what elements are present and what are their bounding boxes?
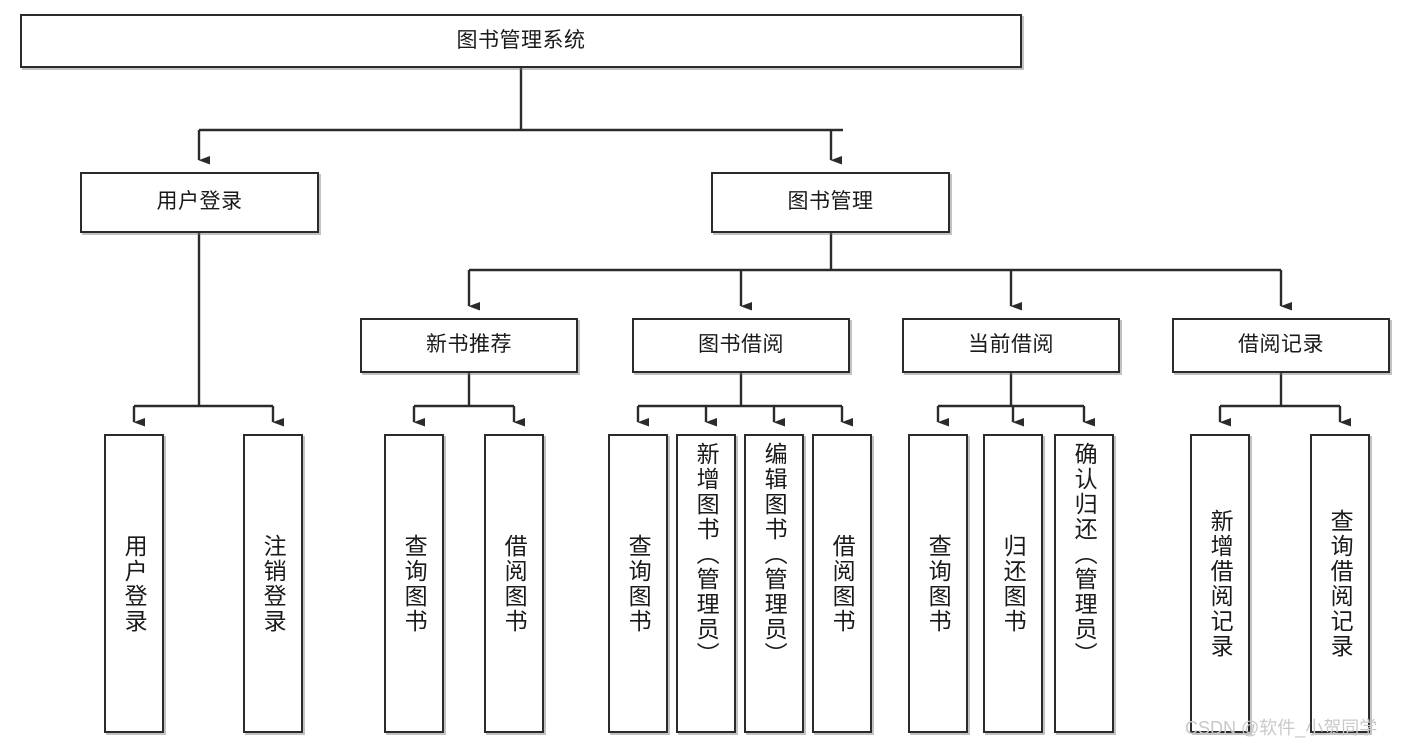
node-label: 编辑图书（管理员）	[761, 442, 788, 667]
csdn-watermark: CSDN @软件_小贺同学	[1185, 718, 1378, 738]
node-root[interactable]: 图书管理系统	[20, 14, 1022, 68]
node-label: 确认归还（管理员）	[1071, 442, 1098, 667]
node-label: 用户登录	[156, 190, 243, 214]
node-label: 用户登录	[121, 533, 148, 634]
node-label: 注销登录	[260, 533, 287, 634]
leaf-user-login[interactable]: 用户登录	[104, 434, 164, 733]
leaf-query-book-3[interactable]: 查询图书	[908, 434, 968, 733]
node-label: 新增图书（管理员）	[693, 442, 720, 667]
node-label: 查询图书	[625, 533, 652, 634]
leaf-add-book-admin[interactable]: 新增图书（管理员）	[676, 434, 736, 733]
node-current-borrow[interactable]: 当前借阅	[902, 318, 1120, 373]
leaf-return-book[interactable]: 归还图书	[983, 434, 1043, 733]
node-label: 图书借阅	[698, 333, 784, 357]
node-book-borrow[interactable]: 图书借阅	[632, 318, 850, 373]
node-label: 图书管理	[787, 190, 874, 214]
node-label: 新书推荐	[426, 333, 512, 357]
leaf-confirm-return-admin[interactable]: 确认归还（管理员）	[1054, 434, 1114, 733]
node-label: 查询借阅记录	[1327, 508, 1354, 659]
node-book-management[interactable]: 图书管理	[711, 172, 950, 233]
leaf-borrow-book-2[interactable]: 借阅图书	[812, 434, 872, 733]
node-label: 借阅记录	[1238, 333, 1324, 357]
node-label: 归还图书	[1000, 533, 1027, 634]
leaf-logout[interactable]: 注销登录	[243, 434, 303, 733]
leaf-query-book-2[interactable]: 查询图书	[608, 434, 668, 733]
node-new-book-recommend[interactable]: 新书推荐	[360, 318, 578, 373]
leaf-borrow-book-1[interactable]: 借阅图书	[484, 434, 544, 733]
node-user-login[interactable]: 用户登录	[80, 172, 319, 233]
leaf-query-borrow-record[interactable]: 查询借阅记录	[1310, 434, 1370, 733]
node-label: 查询图书	[925, 533, 952, 634]
leaf-add-borrow-record[interactable]: 新增借阅记录	[1190, 434, 1250, 733]
node-label: 借阅图书	[829, 533, 856, 634]
node-label: 借阅图书	[501, 533, 528, 634]
node-borrow-record[interactable]: 借阅记录	[1172, 318, 1390, 373]
node-label: 查询图书	[401, 533, 428, 634]
node-label: 图书管理系统	[456, 28, 586, 52]
node-label: 当前借阅	[968, 333, 1054, 357]
leaf-edit-book-admin[interactable]: 编辑图书（管理员）	[744, 434, 804, 733]
node-label: 新增借阅记录	[1207, 508, 1234, 659]
leaf-query-book-1[interactable]: 查询图书	[384, 434, 444, 733]
